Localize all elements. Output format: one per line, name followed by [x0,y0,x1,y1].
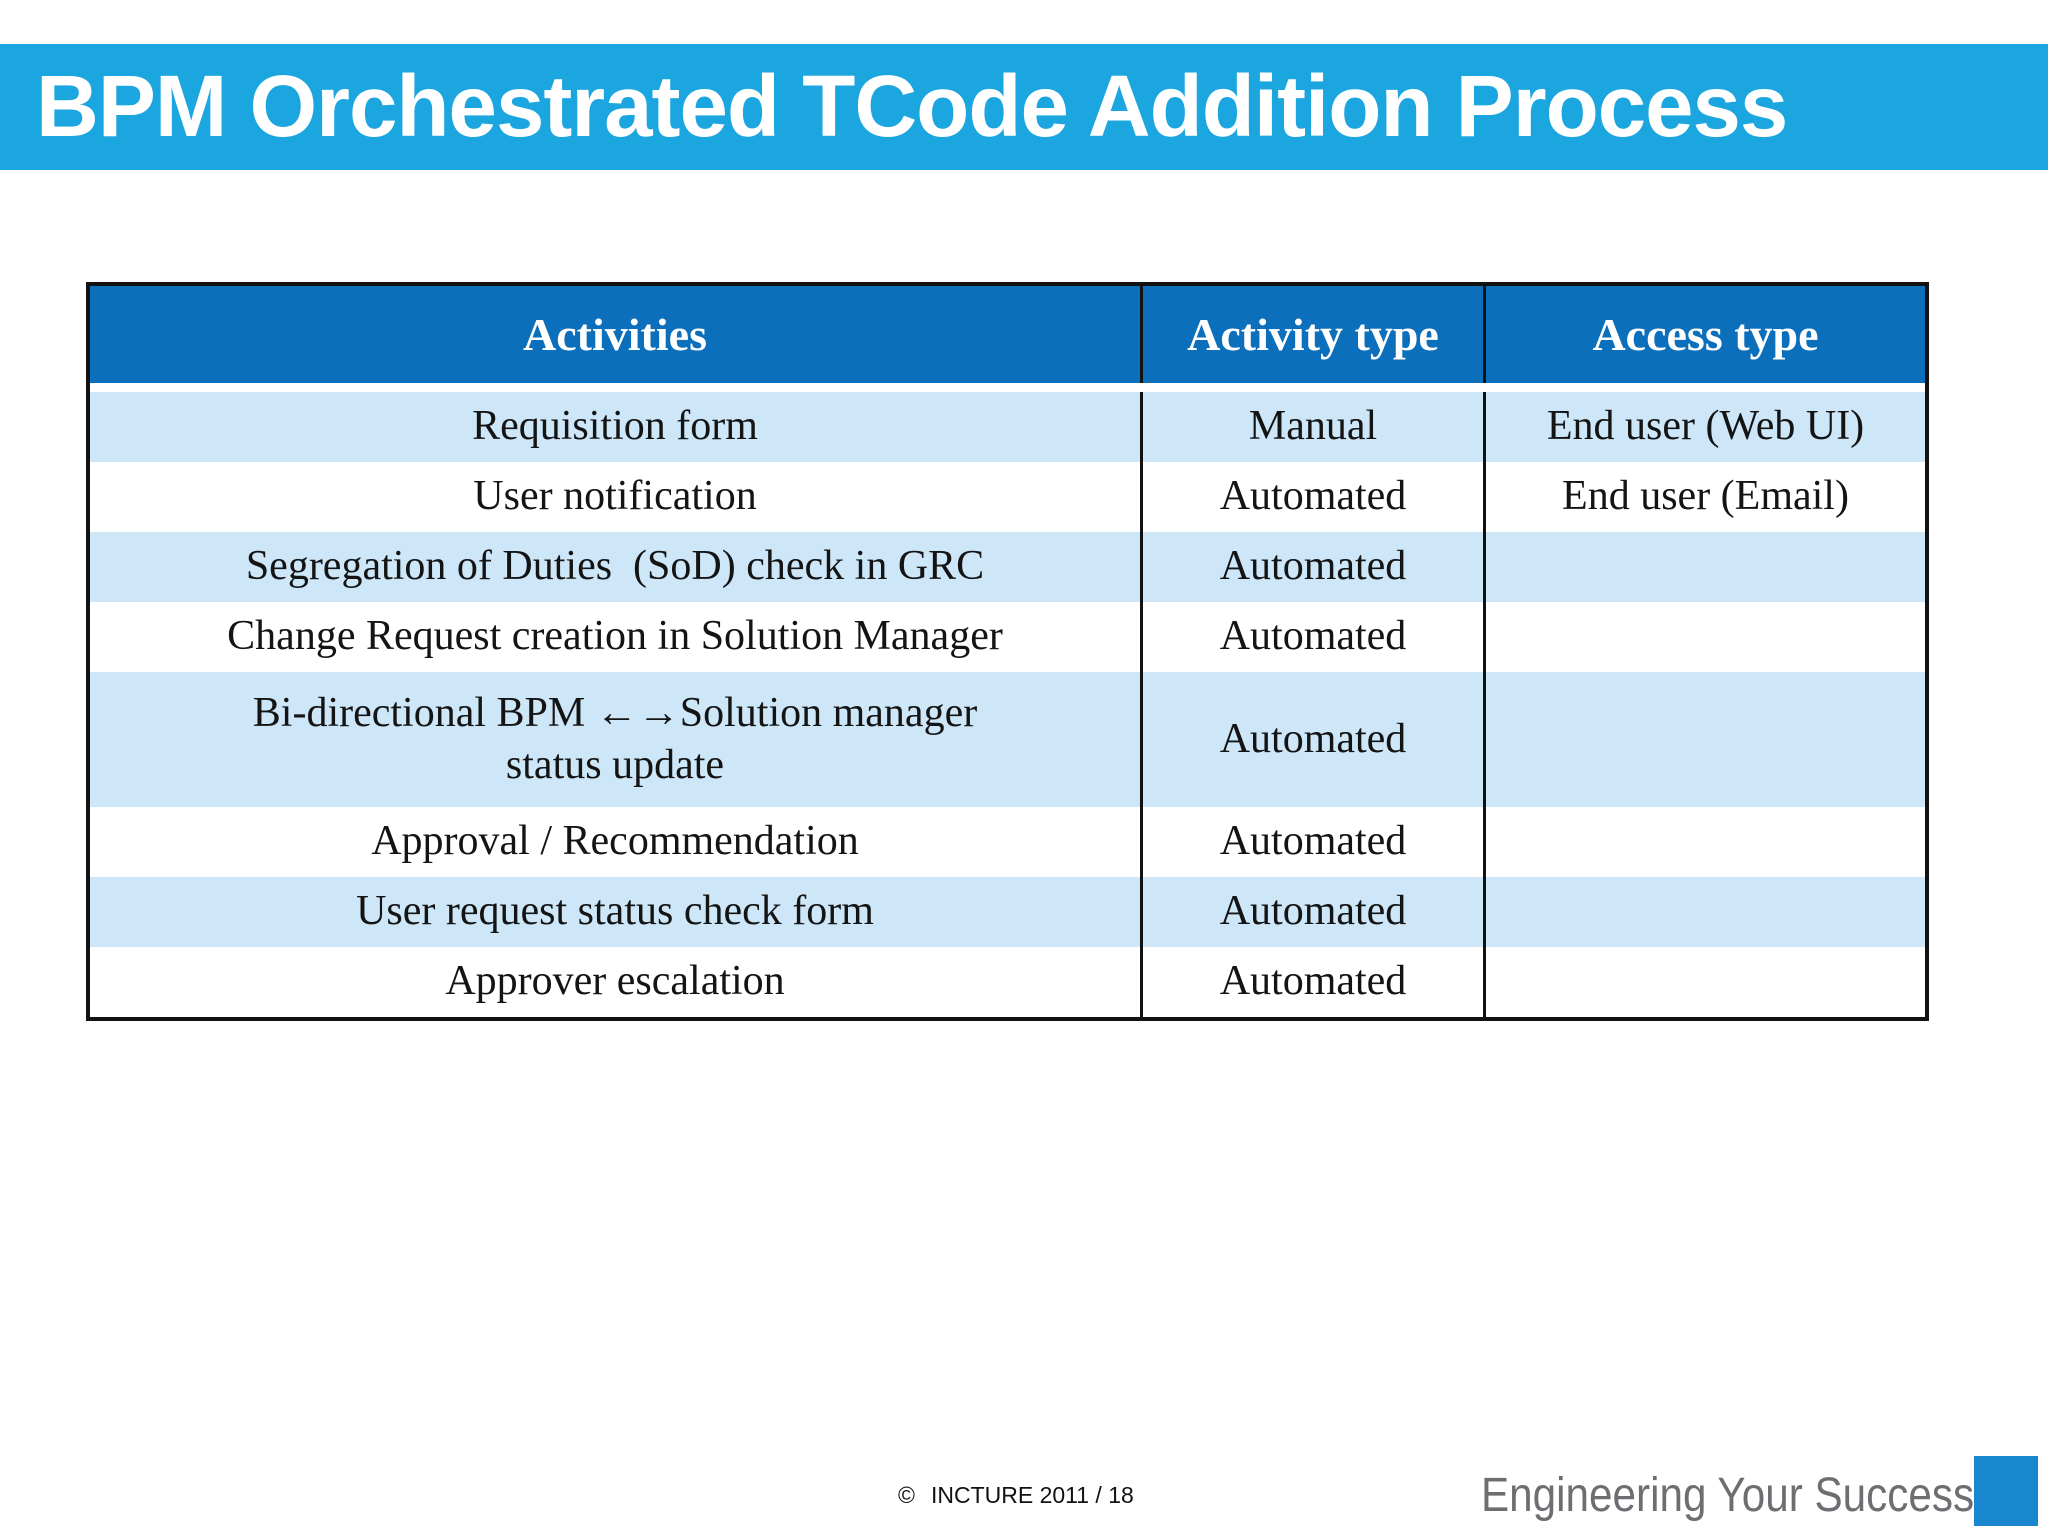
brand-logo-square [1974,1456,2038,1526]
col-header-access-type: Access type [1592,309,1819,360]
activity-cell: Approver escalation [90,947,1143,1017]
activity-type-cell: Automated [1143,532,1486,602]
process-table: Activities Activity type Access type Req… [86,282,1929,1021]
access-type-cell [1486,602,1925,672]
activity-type-cell: Automated [1143,877,1486,947]
activity-cell: User request status check form [90,877,1143,947]
access-type-cell [1486,877,1925,947]
activity-cell: Requisition form [90,392,1143,462]
table-row: Change Request creation in Solution Mana… [90,602,1925,672]
activity-type-cell: Automated [1143,947,1486,1017]
table-row: Approver escalation Automated [90,947,1925,1017]
access-type-cell [1486,947,1925,1017]
title-bar: BPM Orchestrated TCode Addition Process [0,44,2048,170]
copyright-symbol: © [898,1482,915,1508]
footer-copyright: © INCTURE 2011 / 18 [898,1482,1134,1509]
table-row: Requisition form Manual End user (Web UI… [90,392,1925,462]
activity-cell: User notification [90,462,1143,532]
access-type-cell: End user (Email) [1562,473,1849,520]
activity-type-cell: Automated [1143,807,1486,877]
activity-cell: Bi-directional BPM ←→Solution manager st… [90,672,1143,807]
access-type-cell [1486,807,1925,877]
col-header-activity-type: Activity type [1143,286,1486,383]
activity-type-cell: Automated [1143,462,1486,532]
table-header-row: Activities Activity type Access type [90,286,1925,392]
access-type-cell: End user (Web UI) [1546,403,1865,450]
activity-type-cell: Automated [1143,602,1486,672]
access-type-cell [1486,532,1925,602]
activity-type-cell: Manual [1143,392,1486,462]
table-row: Segregation of Duties (SoD) check in GRC… [90,532,1925,602]
activity-type-cell: Automated [1143,672,1486,807]
access-type-cell [1486,672,1925,807]
page-title: BPM Orchestrated TCode Addition Process [36,58,1788,155]
footer-credit: INCTURE 2011 / 18 [930,1482,1134,1508]
table-row: User request status check form Automated [90,877,1925,947]
activity-cell: Segregation of Duties (SoD) check in GRC [90,532,1143,602]
table-row: Bi-directional BPM ←→Solution manager st… [90,672,1925,807]
footer-tagline: Engineering Your Success [1481,1469,1975,1522]
col-header-activities: Activities [90,286,1143,383]
activity-cell: Change Request creation in Solution Mana… [90,602,1143,672]
activity-cell: Approval / Recommendation [90,807,1143,877]
table-row: Approval / Recommendation Automated [90,807,1925,877]
table-row: User notification Automated End user (Em… [90,462,1925,532]
